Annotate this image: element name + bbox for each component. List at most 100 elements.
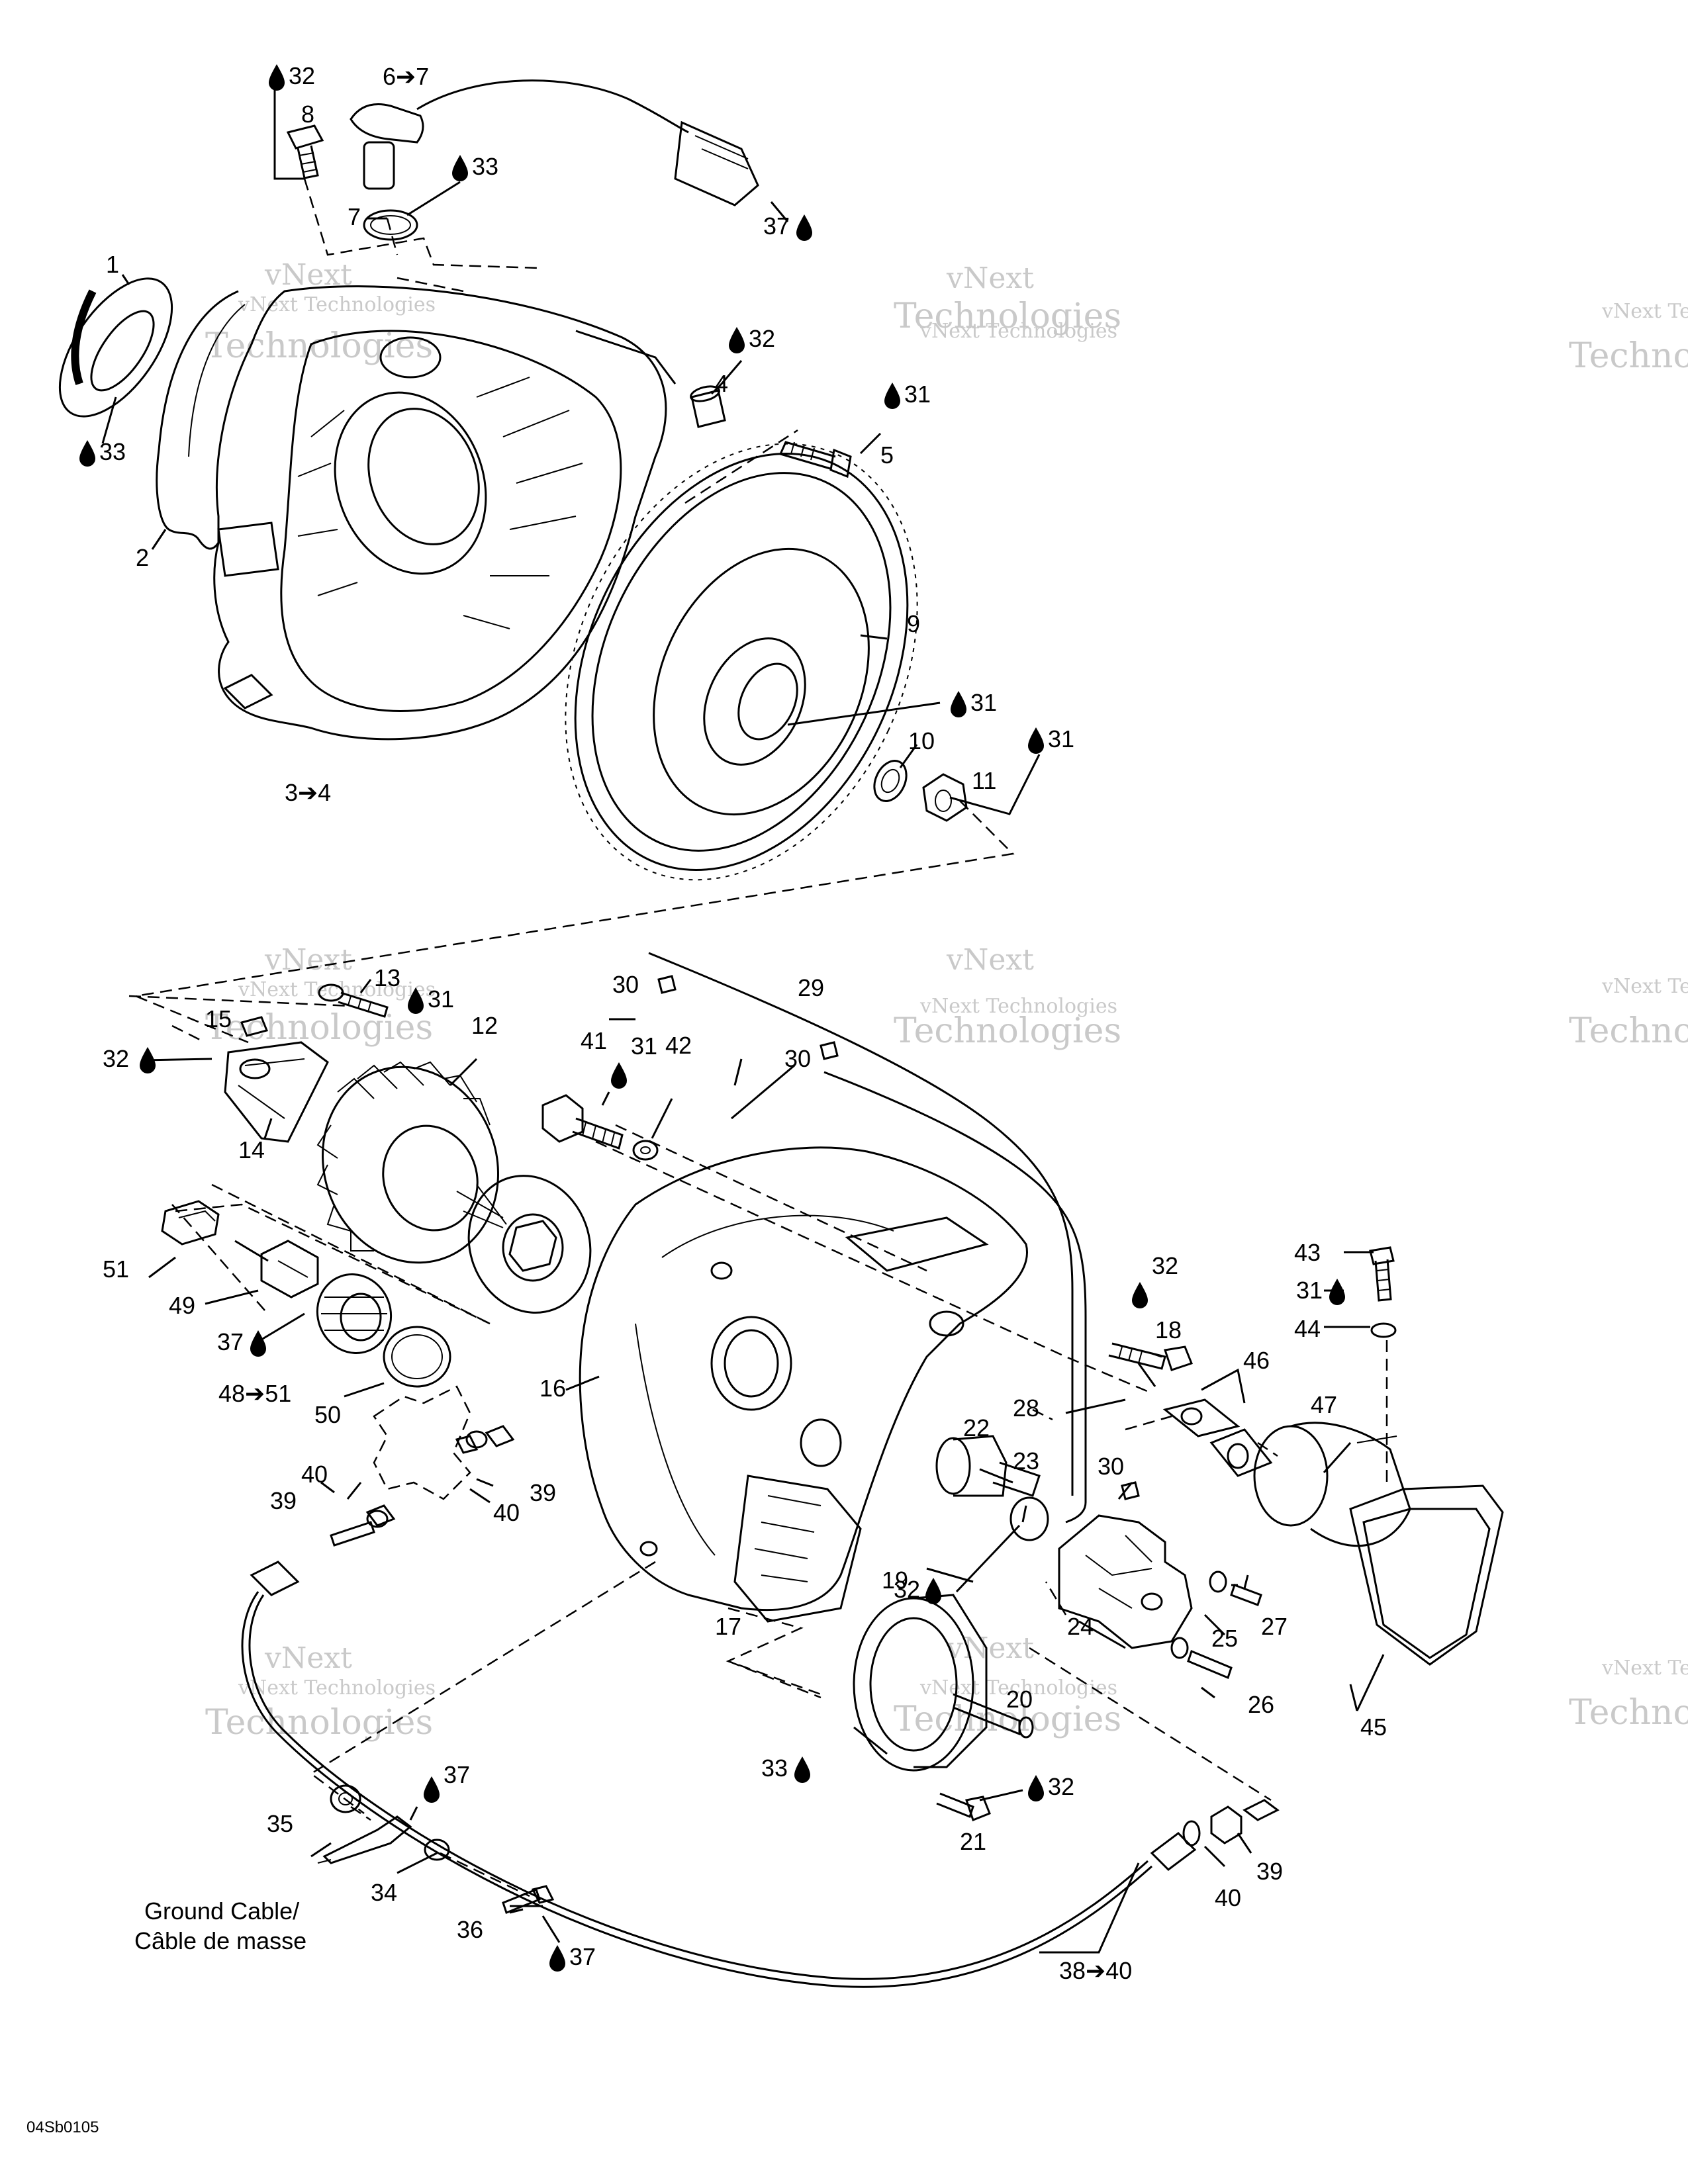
screw-15 [240, 1016, 269, 1037]
housing-19 [853, 1594, 1034, 1772]
drive-22 [935, 1435, 1041, 1497]
product-37-35: 37 [444, 1761, 470, 1788]
product-callouts: 32 33 37 33 32 31 31 31 [79, 62, 1345, 1972]
callout-40a: 40 [301, 1461, 328, 1488]
callout-51: 51 [103, 1255, 129, 1283]
o-ring-7 [363, 209, 418, 241]
drop-icon [140, 1047, 156, 1073]
callout-7: 7 [348, 203, 361, 230]
drop-icon [884, 383, 900, 409]
lockwasher-35 [330, 1784, 361, 1813]
product-32-21: 32 [1048, 1773, 1074, 1800]
callout-8: 8 [301, 101, 314, 128]
ground-terminal [317, 1815, 412, 1864]
washer-44 [1370, 1322, 1397, 1338]
callout-15: 15 [205, 1005, 232, 1032]
callout-40c: 40 [1215, 1884, 1241, 1911]
drop-icon [951, 691, 966, 717]
bolt-21 [936, 1792, 991, 1821]
watermark-text: vNext [264, 1641, 352, 1675]
nut-11 [922, 773, 968, 822]
watermark-text: vNext [946, 943, 1034, 977]
callout-18: 18 [1155, 1316, 1182, 1343]
callout-35: 35 [267, 1810, 293, 1837]
grommet-51 [161, 1200, 220, 1246]
callout-50: 50 [314, 1401, 341, 1428]
drop-icon [269, 64, 285, 91]
product-33-left: 33 [99, 438, 126, 465]
cap-30b [820, 1041, 839, 1060]
washer-25a [1209, 1570, 1227, 1593]
connector-48 [316, 1273, 393, 1354]
callout-20: 20 [1006, 1686, 1033, 1713]
callout-16: 16 [539, 1375, 566, 1402]
product-32-15: 32 [103, 1045, 129, 1072]
product-31-b: 31 [970, 689, 997, 716]
watermark-text: vNext [946, 1631, 1034, 1665]
tube-29 [648, 952, 1087, 1524]
callout-21: 21 [960, 1828, 986, 1855]
ground-cable-38 [241, 1561, 1197, 1988]
washer-25b [1170, 1637, 1189, 1659]
callout-44: 44 [1294, 1315, 1321, 1342]
bolt-8 [286, 124, 324, 179]
drop-icon [1132, 1282, 1148, 1308]
callout-1: 1 [106, 251, 119, 278]
washer-34 [424, 1839, 450, 1861]
product-33-top: 33 [472, 153, 498, 180]
bracket-14 [224, 1041, 329, 1143]
watermark-text: vNext [946, 261, 1034, 295]
leader-lines-bottom [142, 979, 1385, 1954]
callout-45: 45 [1360, 1713, 1387, 1741]
callout-28: 28 [1013, 1394, 1039, 1422]
watermark-text: vNext Technologies [919, 1676, 1117, 1700]
callout-39c: 39 [1256, 1858, 1283, 1885]
product-32-top: 32 [289, 62, 315, 89]
drop-icon [79, 440, 95, 467]
callout-4: 4 [715, 370, 728, 397]
callout-49: 49 [169, 1292, 195, 1319]
watermark-text: Technologies [205, 326, 433, 366]
callout-38-40: 38➔40 [1059, 1957, 1132, 1984]
product-32-18: 32 [1152, 1252, 1178, 1279]
product-37-top: 37 [763, 212, 790, 240]
stator-12 [316, 1061, 499, 1264]
callout-39b: 39 [530, 1479, 556, 1506]
drop-icon [925, 1578, 941, 1604]
product-31-a: 31 [904, 381, 931, 408]
drop-icon [1028, 1775, 1044, 1801]
drop-icon [611, 1062, 627, 1089]
ground-cable-label-line2: Câble de masse [134, 1927, 306, 1954]
pump-24 [1058, 1514, 1193, 1649]
drop-icon [452, 155, 468, 181]
product-37-36: 37 [569, 1943, 596, 1970]
callout-17: 17 [715, 1613, 741, 1640]
watermark-text: vNext [264, 943, 352, 977]
ground-cable-label-line1: Ground Cable/ [144, 1897, 299, 1925]
nut-39-right [1182, 1799, 1280, 1846]
cover-16 [579, 1146, 1028, 1623]
dowel-4 [690, 385, 726, 428]
callout-27: 27 [1261, 1613, 1288, 1640]
callout-40b: 40 [493, 1499, 520, 1526]
callout-12: 12 [471, 1012, 498, 1039]
callout-22: 22 [963, 1414, 990, 1441]
grommet-plug [456, 1175, 592, 1314]
drop-icon [1329, 1279, 1345, 1305]
callout-43: 43 [1294, 1239, 1321, 1266]
watermark-text: vNext Technologies [1601, 975, 1688, 998]
drop-icon [1028, 727, 1044, 754]
callout-19: 19 [882, 1567, 908, 1594]
callout-14: 14 [238, 1136, 265, 1163]
leader-lines-top [101, 83, 1041, 815]
o-ring-23 [1009, 1496, 1049, 1541]
callout-10: 10 [908, 727, 935, 754]
watermark-text: Technologies [1569, 1693, 1688, 1733]
callout-labels: 1 2 3➔4 4 5 6➔7 7 8 9 10 11 12 13 14 15 … [103, 63, 1387, 1984]
callout-47: 47 [1311, 1391, 1337, 1418]
screw-26 [1187, 1649, 1233, 1680]
watermark-text: vNext Technologies [919, 995, 1117, 1018]
callout-42: 42 [665, 1032, 692, 1059]
callout-13: 13 [374, 964, 400, 991]
